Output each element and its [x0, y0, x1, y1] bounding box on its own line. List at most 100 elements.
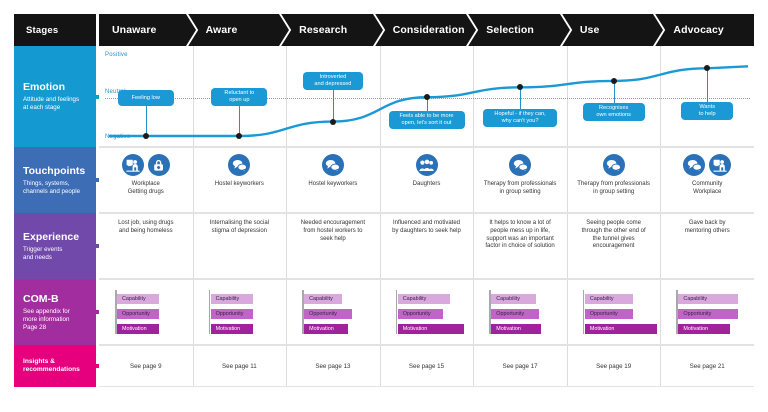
insights-cell-2[interactable]: See page 13	[315, 362, 351, 370]
touchpoint-icons-2	[321, 154, 344, 176]
comb-bar-label-motivation-2: Motivation	[309, 326, 334, 332]
comb-bar-capability-3[interactable]: Capability	[397, 294, 450, 304]
conversation-icon[interactable]	[228, 154, 251, 176]
emotion-datapoint-3	[423, 94, 430, 101]
comb-bar-motivation-6[interactable]: Motivation	[678, 324, 731, 334]
insights-cell-3[interactable]: See page 15	[408, 362, 445, 370]
column-divider-1	[192, 346, 194, 386]
experience-text-4-line-0: It helps to know a lot of	[489, 220, 551, 226]
experience-text-2-line-0: Needed encouragement	[300, 220, 366, 226]
header-stage-consideration[interactable]: Consideration	[379, 14, 474, 46]
workplace-icon[interactable]	[121, 154, 144, 176]
comb-bar-capability-6[interactable]: Capability	[678, 294, 739, 304]
emotion-bubble-text-4: Hopeful - if they can,why can't you?	[494, 111, 545, 125]
comb-bar-opportunity-5[interactable]: Opportunity	[584, 309, 633, 319]
insights-cell-1[interactable]: See page 11	[222, 362, 257, 370]
emotion-datapoint-5	[610, 77, 617, 84]
experience-text-5-line-1: through the other end of	[581, 227, 646, 234]
emotion-bubble-4[interactable]: Hopeful - if they can,why can't you?	[483, 109, 558, 128]
comb-bar-opportunity-6[interactable]: Opportunity	[678, 309, 739, 319]
comb-bar-capability-5[interactable]: Capability	[584, 294, 633, 304]
comb-bar-motivation-3[interactable]: Motivation	[397, 324, 464, 334]
experience-text-4-line-2: support was an important	[486, 235, 554, 242]
header-stage-research[interactable]: Research	[286, 14, 380, 46]
column-divider-1	[192, 46, 194, 146]
insights-cell-5[interactable]: See page 19	[596, 362, 632, 370]
comb-bar-capability-2[interactable]: Capability	[304, 294, 343, 304]
touchpoint-icons-6	[683, 154, 732, 176]
column-divider-6	[660, 280, 662, 344]
row-label-nub-touchpoints	[96, 178, 100, 182]
header-stage-selection[interactable]: Selection	[473, 14, 567, 46]
emotion-datapoint-1	[236, 133, 243, 139]
header-stage-label-4: Selection	[486, 24, 534, 36]
conversation-icon[interactable]	[321, 154, 344, 176]
drugs-icon[interactable]	[147, 154, 170, 176]
emotion-bubble-2-text-line-1: and depressed	[314, 80, 352, 87]
touchpoint-cell-1[interactable]: Hostel keyworkers	[193, 154, 285, 189]
comb-bar-label-opportunity-2: Opportunity	[309, 311, 338, 317]
header-stage-use[interactable]: Use	[566, 14, 661, 46]
comb-bar-label-motivation-3: Motivation	[402, 326, 428, 332]
comb-bar-capability-0[interactable]: Capability	[117, 294, 159, 304]
family-icon[interactable]	[415, 154, 438, 176]
comb-bar-motivation-2[interactable]: Motivation	[304, 324, 349, 334]
comb-bar-opportunity-4[interactable]: Opportunity	[491, 309, 540, 319]
touchpoint-icons-3	[415, 154, 438, 176]
comb-bar-motivation-4[interactable]: Motivation	[491, 324, 542, 334]
header-stage-advocacy[interactable]: Advocacy	[660, 14, 754, 46]
insights-cell-4[interactable]: See page 17	[502, 362, 538, 370]
comb-bar-label-capability-1: Capability	[215, 296, 240, 302]
comb-bar-opportunity-2[interactable]: Opportunity	[304, 309, 353, 319]
insights-cell-6[interactable]: See page 21	[689, 362, 725, 370]
touchpoint-cell-2[interactable]: Hostel keyworkers	[287, 154, 379, 189]
emotion-bubble-4-text-line-1: why can't you?	[501, 118, 539, 125]
comb-bar-motivation-0[interactable]: Motivation	[117, 324, 159, 334]
row-label-sub-experience-line-0: Trigger events	[23, 245, 63, 253]
conversation-icon[interactable]	[683, 154, 706, 176]
comb-bar-motivation-1[interactable]: Motivation	[210, 324, 253, 334]
experience-text-6-line-0: Gave back by	[688, 220, 726, 226]
emotion-bubble-6-text-line-1: to help	[698, 111, 716, 118]
emotion-stem-0	[145, 106, 147, 136]
comb-bar-opportunity-0[interactable]: Opportunity	[117, 309, 159, 319]
experience-text-5-line-2: the tunnel gives	[592, 235, 635, 242]
comb-bar-capability-1[interactable]: Capability	[210, 294, 253, 304]
column-divider-3	[379, 280, 381, 344]
workplace-icon[interactable]	[709, 154, 732, 176]
insights-cell-0[interactable]: See page 9	[129, 362, 162, 370]
experience-text-1-line-1: stigma of depression	[211, 227, 268, 234]
column-divider-4	[473, 346, 475, 386]
header-stage-aware[interactable]: Aware	[192, 14, 287, 46]
conversation-icon[interactable]	[509, 154, 532, 176]
header-stage-label-6: Advocacy	[673, 24, 724, 36]
comb-bar-motivation-5[interactable]: Motivation	[584, 324, 657, 334]
conversation-icon[interactable]	[602, 154, 625, 176]
comb-bar-opportunity-1[interactable]: Opportunity	[210, 309, 253, 319]
header-stage-unaware[interactable]: Unaware	[99, 14, 193, 46]
touchpoint-caption-5-line-0: Therapy from professionals	[577, 181, 650, 187]
comb-bar-opportunity-3[interactable]: Opportunity	[397, 309, 443, 319]
comb-axis-5	[582, 290, 585, 334]
comb-bar-label-motivation-5: Motivation	[589, 326, 615, 332]
emotion-bubble-0[interactable]: Feeling low	[117, 90, 174, 106]
touchpoint-caption-0-line-1: Getting drugs	[127, 188, 164, 195]
column-divider-1	[192, 214, 194, 278]
comb-bar-capability-4[interactable]: Capability	[491, 294, 537, 304]
touchpoint-cell-3[interactable]: Daughters	[381, 154, 473, 189]
